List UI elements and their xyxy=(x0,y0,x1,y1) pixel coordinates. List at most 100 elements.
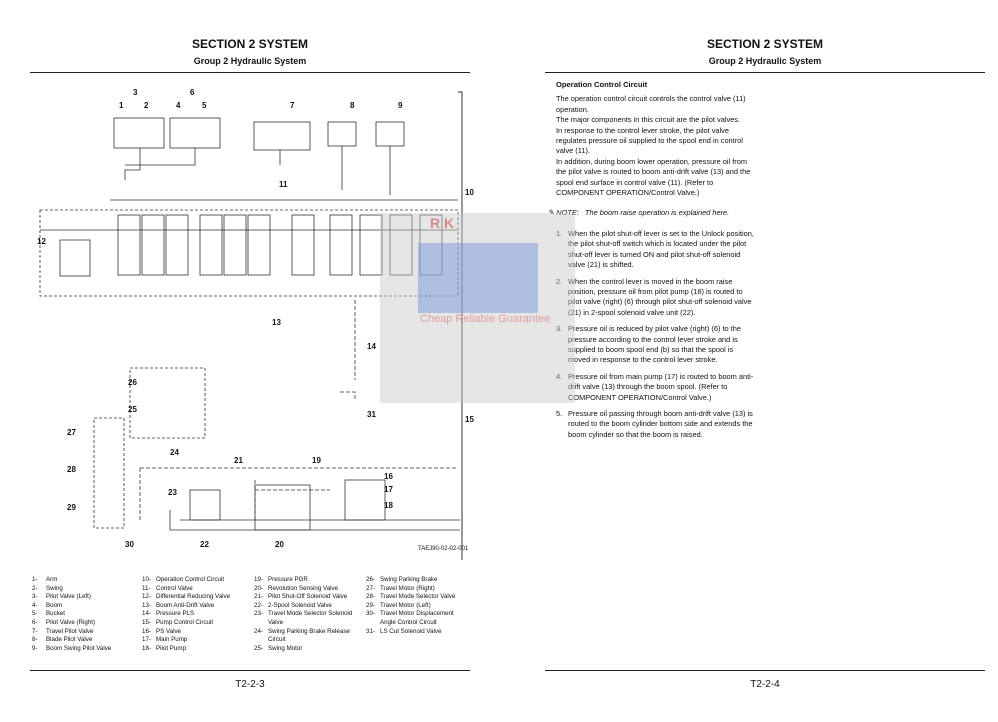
step-text: When the control lever is moved in the b… xyxy=(568,276,752,317)
steps-list: 1. When the pilot shut-off lever is set t… xyxy=(556,229,756,440)
legend-number: 17- xyxy=(142,636,151,644)
callout-label: 10 xyxy=(465,188,474,197)
callout-label: 14 xyxy=(367,342,376,351)
legend-label: Travel Pilot Valve xyxy=(46,627,94,635)
legend-number: 25- xyxy=(254,644,263,652)
legend-item: 13-Boom Anti-Drift Valve xyxy=(142,602,254,611)
paragraph: The major components in this circuit are… xyxy=(556,115,741,125)
legend-number: 6- xyxy=(32,618,38,626)
legend-item: 25- Swing Motor xyxy=(254,645,366,654)
group-title: Group 2 Hydraulic System xyxy=(193,56,307,66)
step-text: Pressure oil is reduced by pilot valve (… xyxy=(568,324,741,365)
figure-id: TAEJ90-02-02-001 xyxy=(418,546,469,552)
callout-label: 13 xyxy=(272,318,281,327)
page-number: T2-2-4 xyxy=(750,679,780,690)
step-text: When the pilot shut-off lever is set to … xyxy=(568,228,754,270)
step-number: 2. xyxy=(556,276,563,286)
legend-number: 30- xyxy=(366,610,375,618)
legend-number: 5- xyxy=(32,610,38,618)
legend-item: 14-Pressure PLS xyxy=(142,610,254,619)
callout-label: 23 xyxy=(168,488,177,497)
right-page: SECTION 2 SYSTEM Group 2 Hydraulic Syste… xyxy=(380,0,985,722)
legend-label: Boom Swing Pilot Valve xyxy=(46,644,112,652)
legend-number: 13- xyxy=(142,601,151,609)
legend-label: Pilot Shut-Off Solenoid Valve xyxy=(268,593,348,601)
legend-item: 8- Blade Pilot Valve xyxy=(32,636,142,645)
callout-label: 25 xyxy=(128,405,137,414)
legend-number: 29- xyxy=(366,601,375,609)
legend-number: 28- xyxy=(366,593,375,601)
legend-label: Swing xyxy=(46,584,63,592)
legend-label: Revolution Sensing Valve xyxy=(268,584,339,592)
callout-label: 30 xyxy=(125,540,134,549)
legend-number: 26- xyxy=(366,576,375,583)
legend-label: Blade Pilot Valve xyxy=(46,636,93,644)
callout-label: 4 xyxy=(176,101,181,110)
legend-item: 2- Swing xyxy=(32,585,142,594)
legend-item: 28-Travel Mode Selector Valve xyxy=(366,593,470,602)
section-title: SECTION 2 SYSTEM xyxy=(706,37,824,51)
callout-label: 26 xyxy=(128,378,137,387)
legend-label: Travel Motor (Right) xyxy=(380,584,435,592)
callout-label: 31 xyxy=(367,410,376,419)
heading: Operation Control Circuit xyxy=(556,80,648,89)
legend-label: Bucket xyxy=(46,610,65,618)
legend-number: 15- xyxy=(142,618,151,626)
legend-label: 2-Spool Solenoid Valve xyxy=(268,601,332,609)
legend-item: 10-Operation Control Circuit xyxy=(142,576,254,585)
legend-number: 8- xyxy=(32,636,38,644)
note-label: NOTE: xyxy=(556,208,579,218)
legend-number: 14- xyxy=(142,610,151,618)
callout-label: 21 xyxy=(234,456,243,465)
legend-number: 12- xyxy=(142,593,151,601)
left-page: SECTION 2 SYSTEM Group 2 Hydraulic Syste… xyxy=(30,0,474,722)
legend-number: 31- xyxy=(366,627,375,635)
callout-label: 6 xyxy=(190,88,195,97)
legend-number: 2- xyxy=(32,584,38,592)
paragraph: In addition, during boom lower operation… xyxy=(556,156,751,198)
legend-item: 3-Pilot Valve (Left) xyxy=(32,593,142,602)
legend-number: 21- xyxy=(254,593,263,601)
callout-label: 1 xyxy=(119,101,124,110)
legend-item: 22-2-Spool Solenoid Valve xyxy=(254,602,366,611)
body-text: Operation Control Circuit The operation … xyxy=(548,80,756,446)
legend-item: 29- Travel Motor (Left) xyxy=(366,602,470,611)
callout-label: 9 xyxy=(398,101,403,110)
legend-item: 27-Travel Motor (Right) xyxy=(366,585,470,594)
legend-label: Travel Motor (Left) xyxy=(380,601,431,609)
legend-item: 17-Main Pump xyxy=(142,636,254,645)
callout-label: 24 xyxy=(170,448,179,457)
footer-rule xyxy=(30,670,470,671)
legend-item: 26-Swing Parking Brake xyxy=(366,576,470,585)
watermark-slogan: Cheap Reliable Guarantee xyxy=(420,313,551,325)
legend-label: Travel Motor Displacement Angle Control … xyxy=(380,610,454,626)
solenoid-valve-unit xyxy=(189,489,221,521)
legend-item: 30- Travel Motor Displacement Angle Contr… xyxy=(366,610,470,627)
callout-label: 11 xyxy=(279,180,288,189)
callout-label: 28 xyxy=(67,465,76,474)
legend-number: 7- xyxy=(32,627,38,635)
callout-label: 22 xyxy=(200,540,209,549)
legend-item: 31-LS Cut Solenoid Valve xyxy=(366,628,470,637)
legend-number: 3- xyxy=(32,593,38,601)
legend-label: Swing Motor xyxy=(268,644,303,652)
legend-number: 10- xyxy=(142,576,151,583)
callout-label: 12 xyxy=(37,237,46,246)
pencil-icon: ✎ xyxy=(548,208,557,218)
legend-label: Pilot Pump xyxy=(156,644,186,652)
legend-number: 9- xyxy=(32,644,38,652)
legend-item: 5- Bucket xyxy=(32,610,142,619)
legend-number: 20- xyxy=(254,584,263,592)
pump-unit xyxy=(344,479,386,521)
swing-motor-box xyxy=(129,367,206,439)
note: ✎ NOTE: The boom raise operation is expl… xyxy=(548,208,756,218)
step-number: 1. xyxy=(556,228,563,238)
wrench-logo-icon xyxy=(418,243,538,313)
step-item: 3.Pressure oil is reduced by pilot valve… xyxy=(556,324,756,366)
legend-item: 9- Boom Swing Pilot Valve xyxy=(32,645,142,654)
legend-number: 11- xyxy=(142,584,151,592)
page-number: T2-2-3 xyxy=(235,679,265,690)
callout-label: 3 xyxy=(133,88,138,97)
callout-label: 18 xyxy=(384,501,393,510)
callout-label: 17 xyxy=(384,485,393,494)
